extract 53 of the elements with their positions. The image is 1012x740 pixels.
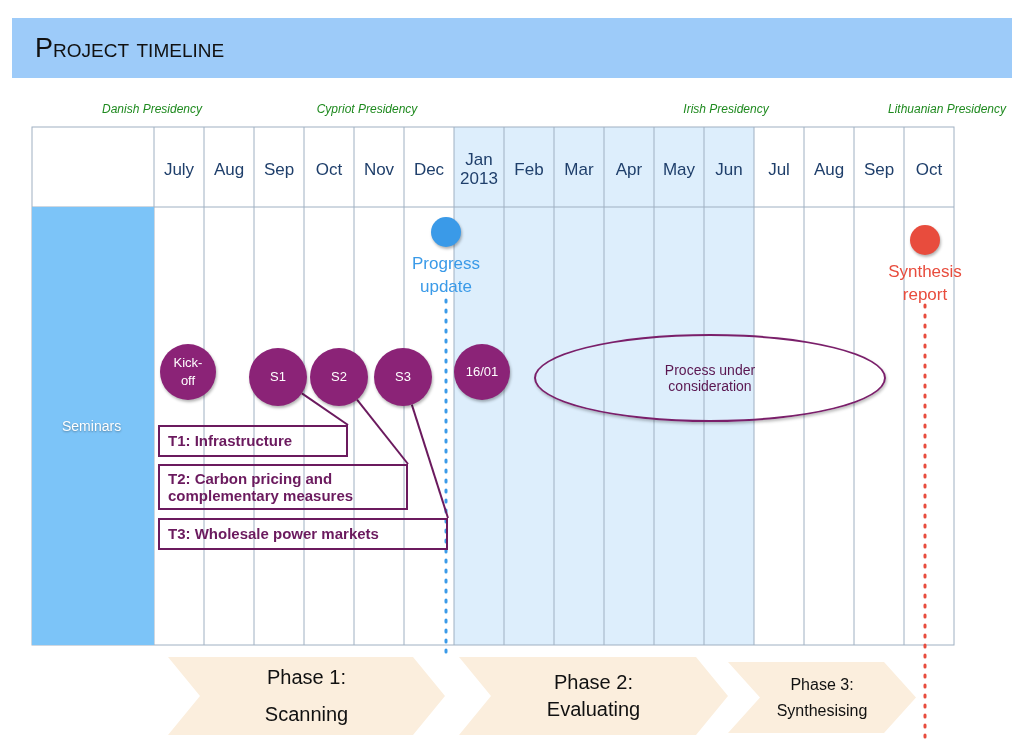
phase-banner xyxy=(728,662,916,733)
seminar-circle xyxy=(310,348,368,406)
connector-line xyxy=(356,398,409,465)
topic-box xyxy=(158,425,348,457)
topic-label: T3: Wholesale power markets xyxy=(168,525,379,543)
band-label: Seminars xyxy=(62,418,122,434)
month-label: Jun xyxy=(714,158,744,181)
presidency-label: Irish Presidency xyxy=(683,102,769,116)
month-label: Jan 2013 xyxy=(459,150,499,190)
topic-label: T1: Infrastructure xyxy=(168,432,293,450)
month-label: Jul xyxy=(767,158,791,181)
process-label: Process under consideration xyxy=(663,362,757,394)
milestone-label: Synthesis report xyxy=(887,261,963,306)
milestone-dot xyxy=(910,225,940,255)
seminar-label: 16/01 xyxy=(464,362,500,381)
phase-banner xyxy=(168,657,445,735)
milestone-dot xyxy=(431,217,461,247)
month-label: Sep xyxy=(262,158,296,181)
seminar-circle xyxy=(249,348,307,406)
connector-line xyxy=(410,403,449,519)
topic-box xyxy=(158,464,408,510)
month-label: Nov xyxy=(362,158,396,181)
month-label: Feb xyxy=(513,158,545,181)
phase-label: Phase 3: Synthesising xyxy=(775,674,869,721)
seminars-band xyxy=(32,207,154,645)
connector-line xyxy=(300,392,349,426)
title: Project timeline xyxy=(35,32,225,64)
process-ellipse xyxy=(534,334,886,422)
month-label: Aug xyxy=(212,158,246,181)
month-label: May xyxy=(661,158,697,181)
month-label: Mar xyxy=(563,158,595,181)
month-label: Dec xyxy=(412,158,446,181)
month-label: Apr xyxy=(614,158,644,181)
milestone-label: Progress update xyxy=(411,253,481,298)
seminar-label: S2 xyxy=(330,367,348,386)
phase-label: Phase 2: Evaluating xyxy=(545,670,642,722)
presidency-label: Danish Presidency xyxy=(101,102,203,116)
topic-label: T2: Carbon pricing and complementary measures xyxy=(168,469,355,505)
seminar-label: Kick-off xyxy=(172,353,204,390)
month-label: Oct xyxy=(914,158,944,181)
presidency-label: Cypriot Presidency xyxy=(316,102,418,116)
topic-box xyxy=(158,518,448,550)
month-label: Oct xyxy=(314,158,344,181)
seminar-circle xyxy=(160,344,216,400)
phase-banner xyxy=(459,657,728,735)
seminar-label: S3 xyxy=(394,367,412,386)
month-label: Sep xyxy=(862,158,896,181)
month-label: Aug xyxy=(812,158,846,181)
phase-label: Phase 1: Scanning xyxy=(263,665,350,727)
seminar-circle xyxy=(374,348,432,406)
presidency-label: Lithuanian Presidency xyxy=(887,102,1007,116)
month-label: July xyxy=(162,158,196,181)
seminar-label: S1 xyxy=(269,367,287,386)
